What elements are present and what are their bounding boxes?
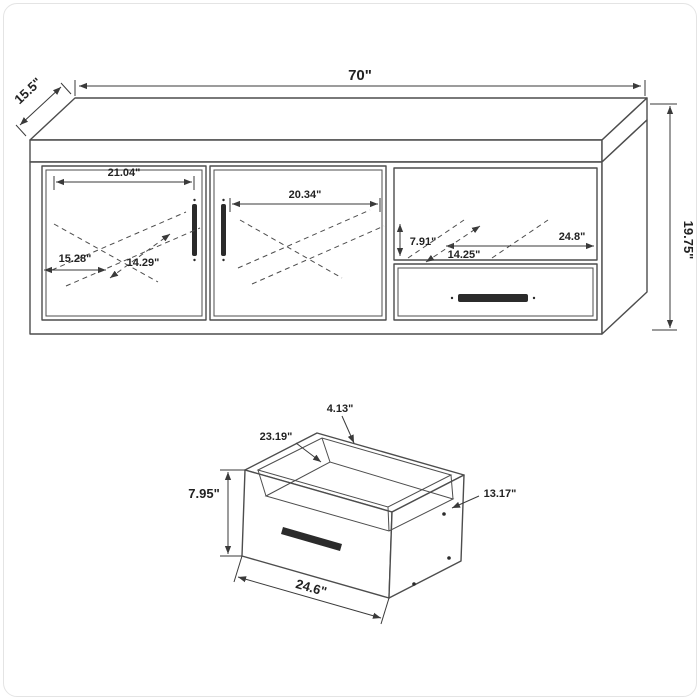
middle-handle-screw-top <box>222 198 225 202</box>
dim-middle-cabinet-width: 20.34" <box>289 189 322 201</box>
dim-overall-height: 19.75" <box>681 221 696 260</box>
left-handle-screw-top <box>193 198 196 202</box>
middle-handle-screw-bottom <box>222 258 225 262</box>
top-panel-front-edge <box>29 139 603 163</box>
cabinet-side-face <box>601 119 648 335</box>
dim-open-shelf-depth: 14.25" <box>448 249 481 261</box>
drawer-inner-corner-bl <box>321 437 331 463</box>
drawer-side-face <box>388 474 465 599</box>
dim-open-shelf-width: 24.8" <box>559 231 586 243</box>
drawer-inner-corner-fr <box>387 506 390 532</box>
drawer-handle-screw-right <box>532 296 536 300</box>
drawer-front <box>393 263 598 321</box>
drawer-hole-2 <box>447 556 451 560</box>
left-door-inner-edge <box>45 169 203 317</box>
drawer-hole-1 <box>412 582 416 586</box>
dim-overall-width: 70" <box>348 67 372 84</box>
open-shelf-cubby <box>393 167 598 261</box>
tv-stand-dimensions <box>15 80 677 331</box>
left-handle-screw-bottom <box>193 258 196 262</box>
middle-door-handle <box>221 204 226 256</box>
dim-drawer-interior-depth: 13.17" <box>484 488 517 500</box>
dim-drawer-interior-width: 23.19" <box>260 431 293 443</box>
dim-overall-depth: 15.5" <box>11 74 44 106</box>
top-surface <box>29 97 648 141</box>
dim-left-cabinet-width: 21.04" <box>108 167 141 179</box>
tv-stand-figure: 70" 15.5" 19.75" 21.04" 20.34" 15.28" 14… <box>11 67 696 335</box>
drawer-front-inner-edge <box>397 267 594 317</box>
drawer-figure: 4.13" 23.19" 7.95" 13.17" 24.6" <box>188 403 517 625</box>
middle-door-inner-edge <box>213 169 383 317</box>
cabinet-front-face <box>29 161 603 335</box>
middle-door <box>209 165 387 321</box>
drawer-handle-screw-left <box>450 296 454 300</box>
left-door-handle <box>192 204 197 256</box>
dim-left-interior-depth: 14.29" <box>127 257 160 269</box>
dim-left-interior-width: 15.28" <box>59 253 92 265</box>
drawer-inner-corner-fl <box>257 469 267 497</box>
left-door <box>41 165 207 321</box>
dim-drawer-front-height: 7.95" <box>188 486 219 501</box>
drawer-hole-3 <box>442 512 446 516</box>
drawer-handle <box>458 294 528 302</box>
drawer-dimensions <box>220 415 480 625</box>
drawer-detail-handle <box>281 527 342 551</box>
dim-open-shelf-height: 7.91" <box>410 236 437 248</box>
drawer-inner-corner-br <box>450 474 454 500</box>
dim-drawer-wall-height: 4.13" <box>327 403 354 415</box>
